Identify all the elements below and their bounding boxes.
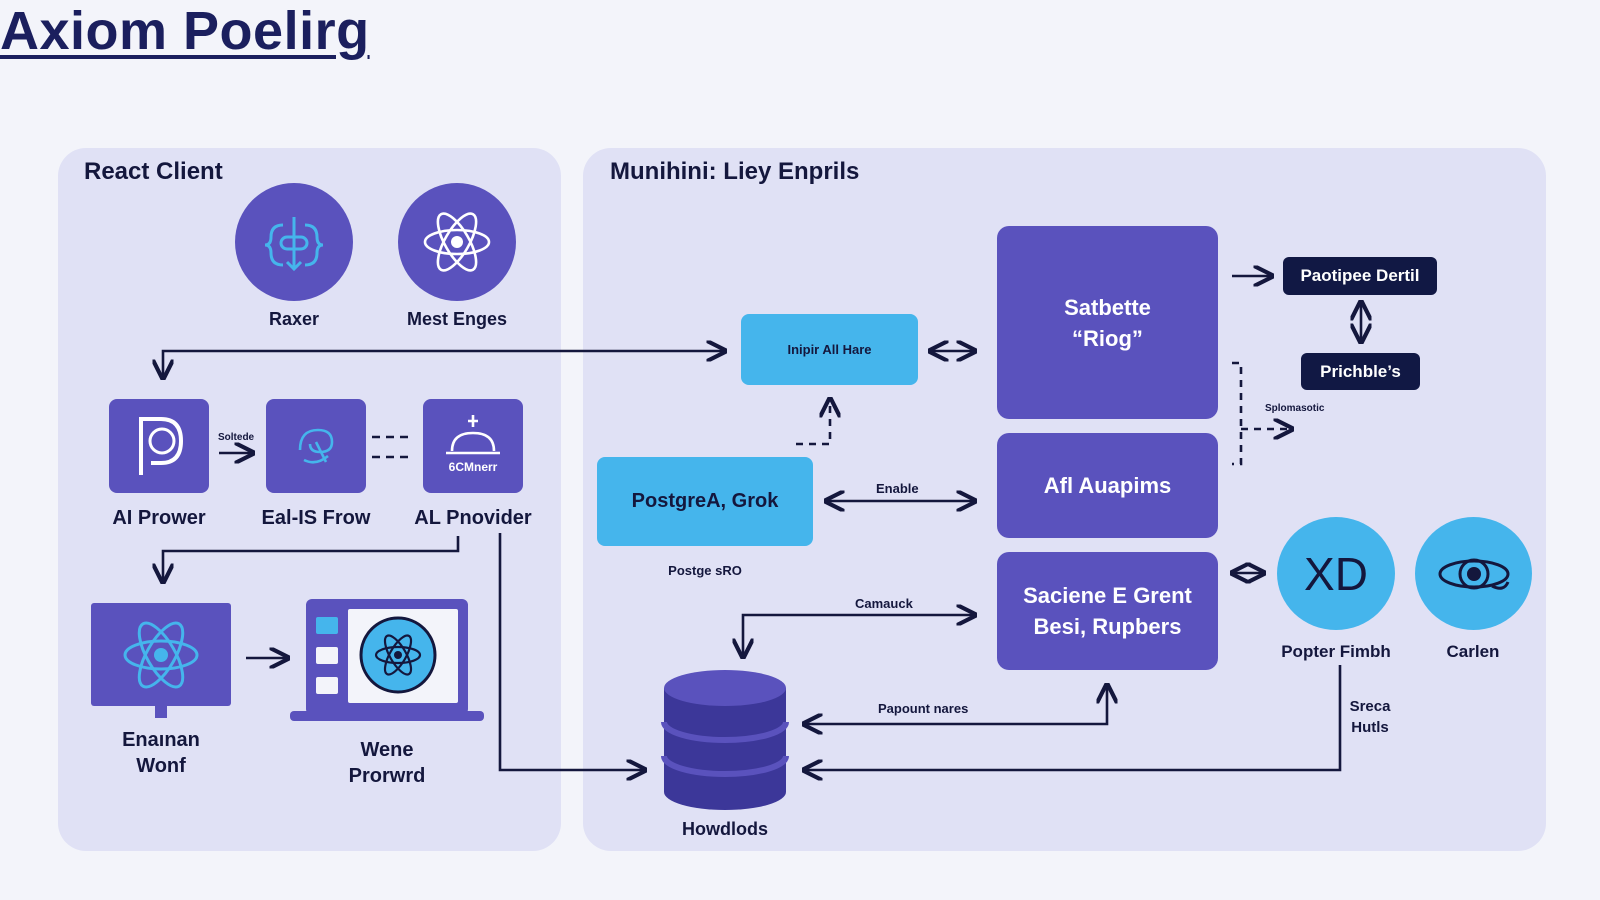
- database-node[interactable]: [661, 670, 789, 810]
- xd-node[interactable]: XD: [1277, 517, 1395, 630]
- sreca-line2: Hutls: [1351, 719, 1389, 736]
- enable-label: Enable: [876, 481, 919, 496]
- satbette-line2: “Riog”: [1072, 325, 1143, 351]
- postgres-caption: Postge sRO: [668, 563, 742, 578]
- connector-db-to-lowerbox: [743, 615, 975, 657]
- postgres-box[interactable]: PostgreA, Grok: [597, 457, 813, 546]
- connector-client-to-input: [163, 351, 725, 378]
- connector-provider-to-database: [498, 533, 645, 770]
- laptop-icon: [290, 599, 484, 721]
- eye-orbit-icon: [1438, 558, 1509, 590]
- right-panel-title: Munihini: Liey Enprils: [610, 158, 860, 185]
- wene-label: Wene Prorwrd: [322, 737, 452, 789]
- sreca-label: Sreca Hutls: [1340, 696, 1400, 738]
- saciene-box[interactable]: Saciene E Grent Besi, Rupbers: [997, 552, 1218, 670]
- database-label: Howdlods: [682, 819, 768, 839]
- carlen-label: Carlen: [1446, 642, 1500, 661]
- laptop-device[interactable]: [290, 599, 484, 725]
- database-icon: [661, 670, 789, 810]
- left-panel-title: React Client: [84, 158, 223, 185]
- eal-is-frow-tile[interactable]: [266, 399, 366, 493]
- connector-flow-to-provider-dashed: [372, 435, 412, 459]
- enainan-label: Enaınan Wonf: [96, 727, 226, 779]
- enainan-label-line2: Wonf: [136, 755, 186, 777]
- xd-icon: XD: [1304, 547, 1368, 600]
- connector-postgres-to-input-dashed: [796, 399, 830, 446]
- connector-circle-to-db: [804, 665, 1342, 770]
- wene-label-line1: Wene: [360, 739, 414, 761]
- satbette-box[interactable]: Satbette “Riog”: [997, 226, 1218, 419]
- carlen-node[interactable]: [1415, 517, 1532, 630]
- tile-arrow-label: Soltede: [218, 432, 255, 443]
- camauck-label: Camauck: [855, 596, 913, 611]
- connector-provider-to-monitor: [163, 536, 460, 582]
- sreca-line1: Sreca: [1349, 698, 1391, 715]
- react-atom-icon: [423, 212, 491, 272]
- ai-prower-tile[interactable]: [109, 399, 209, 493]
- ai-prower-label: AI Prower: [112, 507, 206, 529]
- page-title: Axiom Poelirg: [0, 1, 370, 61]
- bell-provider-icon: 6CMnerr: [446, 415, 500, 474]
- afl-auapims-box[interactable]: Afl Auapims: [997, 433, 1218, 538]
- mest-enges-node[interactable]: [398, 183, 516, 301]
- monitor-icon: [91, 603, 231, 718]
- link-knot-icon: [298, 428, 334, 464]
- raxer-node[interactable]: [235, 183, 353, 301]
- monitor-device[interactable]: [91, 603, 231, 720]
- wene-label-line2: Prorwrd: [348, 765, 426, 787]
- papount-label: Papount nares: [878, 701, 969, 716]
- eal-is-frow-label: Eal-IS Frow: [261, 507, 371, 529]
- mest-enges-label: Mest Enges: [406, 309, 508, 329]
- paotipee-box[interactable]: Paotipee Dertil: [1283, 257, 1437, 295]
- letter-p-icon: [139, 417, 184, 475]
- saciene-line2: Besi, Rupbers: [1033, 614, 1182, 639]
- al-pnovider-tile[interactable]: 6CMnerr: [423, 399, 523, 493]
- al-pnovider-label: AL Pnovider: [414, 507, 532, 529]
- provider-inner-text: 6CMnerr: [449, 460, 498, 474]
- saciene-line1: Saciene E Grent: [1023, 583, 1192, 608]
- popter-fimbh-label: Popter Fimbh: [1281, 642, 1391, 661]
- api-bracket-icon: [264, 217, 324, 272]
- connector-splomasotic-dashed: [1232, 361, 1292, 466]
- enainan-label-line1: Enaınan: [122, 729, 200, 751]
- prichbles-box[interactable]: Prichble’s: [1301, 353, 1420, 390]
- connector-db-to-lowerbox-bottom: [804, 685, 1107, 724]
- satbette-line1: Satbette: [1064, 294, 1151, 320]
- input-box[interactable]: Inipir All Hare: [741, 314, 918, 385]
- splomasotic-label: Splomasotic: [1265, 403, 1325, 414]
- raxer-label: Raxer: [268, 309, 320, 329]
